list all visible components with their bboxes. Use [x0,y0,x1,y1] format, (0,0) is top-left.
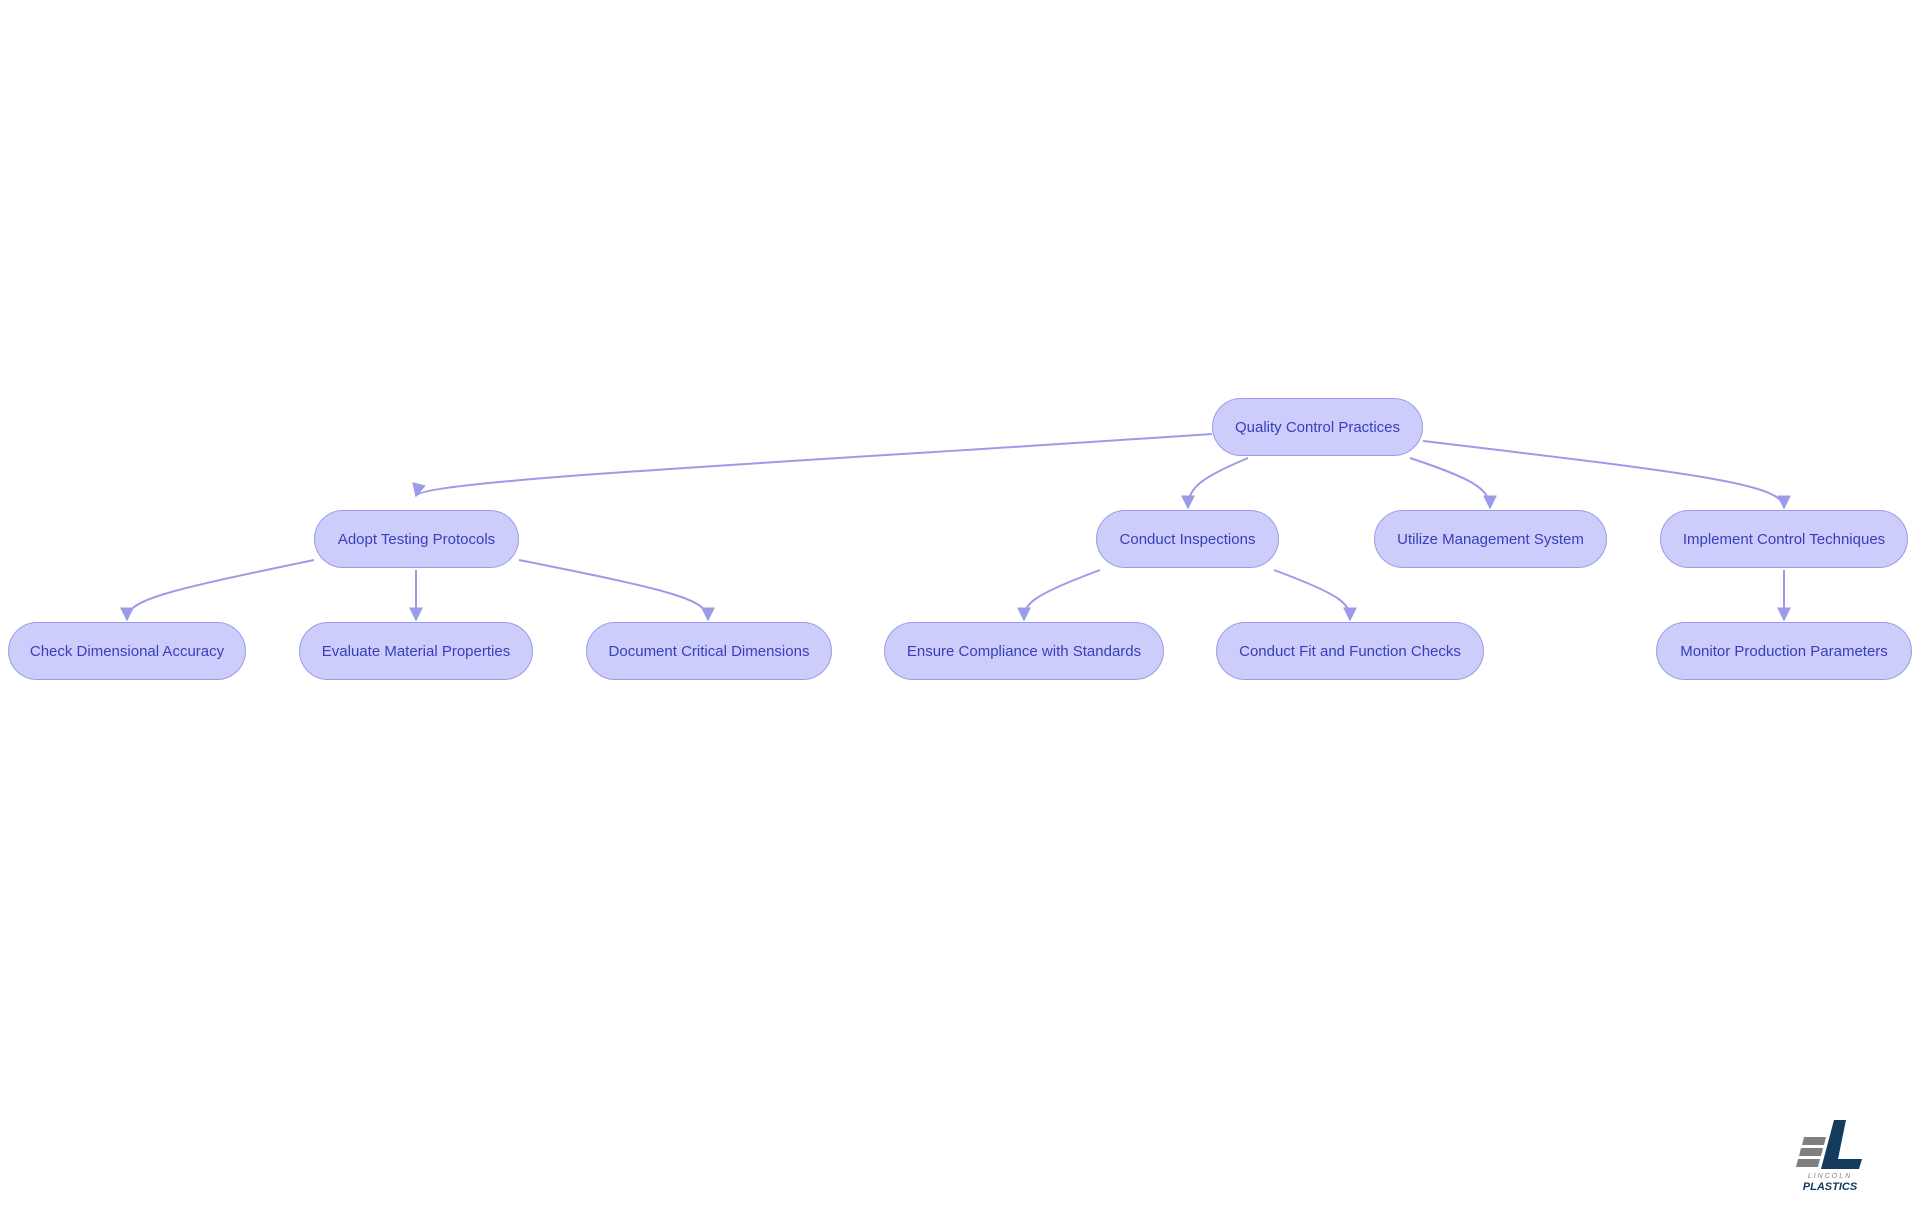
node-conduct-inspections: Conduct Inspections [1096,510,1279,568]
edge-root-management [1409,457,1497,510]
edge-root-testing [412,433,1213,498]
edge-root-inspections [1181,457,1249,510]
logo-line-2: PLASTICS [1803,1181,1858,1193]
node-implement-control-techniques: Implement Control Techniques [1660,510,1908,568]
node-conduct-fit-and-function-checks: Conduct Fit and Function Checks [1216,622,1484,680]
edge-testing-dimensional [120,559,315,622]
node-check-dimensional-accuracy: Check Dimensional Accuracy [8,622,246,680]
node-monitor-production-parameters: Monitor Production Parameters [1656,622,1912,680]
node-utilize-management-system: Utilize Management System [1374,510,1607,568]
edge-inspections-fit [1273,569,1357,622]
logo-line-1: LINCOLN [1808,1173,1852,1180]
edge-root-control [1422,440,1791,510]
node-evaluate-material-properties: Evaluate Material Properties [299,622,533,680]
node-quality-control-practices: Quality Control Practices [1212,398,1423,456]
node-ensure-compliance-with-standards: Ensure Compliance with Standards [884,622,1164,680]
node-document-critical-dimensions: Document Critical Dimensions [586,622,832,680]
edge-testing-critical [518,559,715,622]
lincoln-plastics-logo: LINCOLN PLASTICS [1796,1120,1862,1193]
node-adopt-testing-protocols: Adopt Testing Protocols [314,510,519,568]
edge-inspections-compliance [1017,569,1101,622]
